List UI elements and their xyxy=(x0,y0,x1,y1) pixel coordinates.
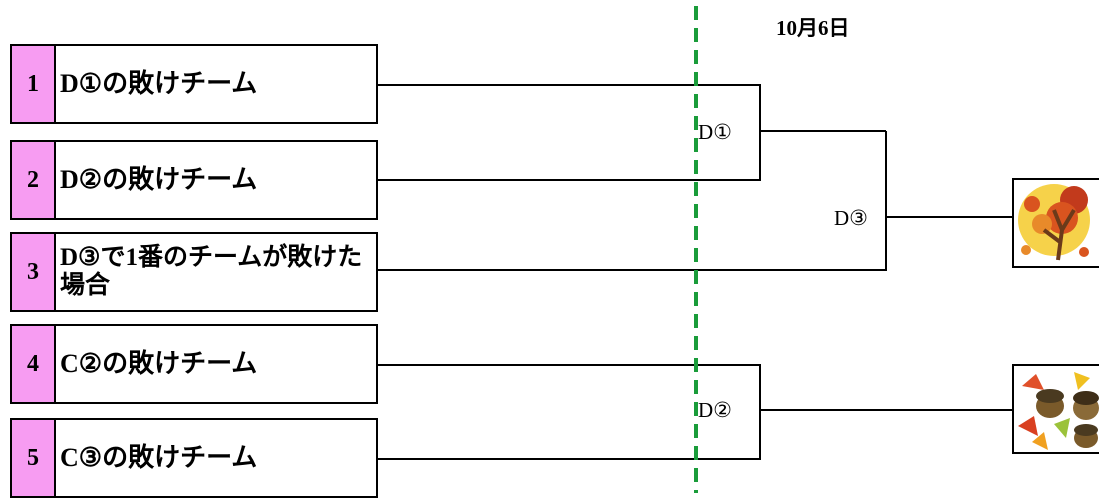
seed-number: 2 xyxy=(12,142,56,218)
match-label-d1: D① xyxy=(698,120,732,144)
seed-number: 3 xyxy=(12,234,56,310)
bracket-entry-5: 5 C③の敗けチーム xyxy=(10,418,378,498)
match-label-d3: D③ xyxy=(834,206,868,230)
match-label-d2: D② xyxy=(698,398,732,422)
match-date: 10月6日 xyxy=(776,16,850,40)
team-name: D③で1番のチームが敗けた場合 xyxy=(60,244,363,299)
team-name: C②の敗けチーム xyxy=(60,349,258,378)
bracket-entry-3: 3 D③で1番のチームが敗けた場合 xyxy=(10,232,378,312)
seed-number: 5 xyxy=(12,420,56,496)
team-name: D①の敗けチーム xyxy=(60,69,258,98)
bracket-entry-1: 1 D①の敗けチーム xyxy=(10,44,378,124)
team-name: C③の敗けチーム xyxy=(60,443,258,472)
team-name: D②の敗けチーム xyxy=(60,165,258,194)
acorns-leaves-icon xyxy=(1012,364,1099,454)
bracket-line-d2 xyxy=(378,364,761,460)
seed-number: 1 xyxy=(12,46,56,122)
bracket-line-d3 xyxy=(378,131,887,271)
bracket-line-d1 xyxy=(378,84,761,181)
seed-number: 4 xyxy=(12,326,56,402)
bracket-entry-2: 2 D②の敗けチーム xyxy=(10,140,378,220)
bracket-entry-4: 4 C②の敗けチーム xyxy=(10,324,378,404)
autumn-tree-icon xyxy=(1012,178,1099,268)
